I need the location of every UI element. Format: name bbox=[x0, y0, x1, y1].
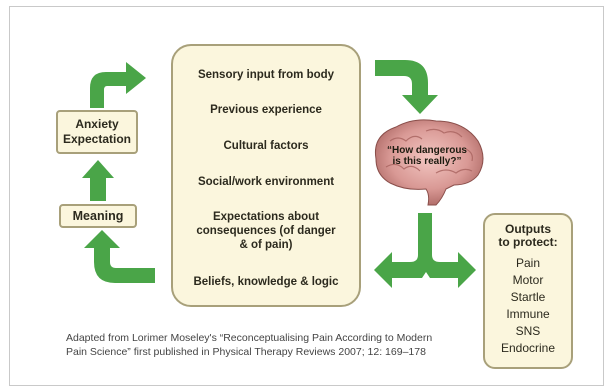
factor-sensory-input: Sensory input from body bbox=[197, 69, 335, 81]
factor-expectations-line1: Expectations about bbox=[212, 211, 320, 223]
output-pain: Pain bbox=[515, 256, 540, 270]
curved-arrow-bottom-left bbox=[84, 230, 155, 283]
output-sns: SNS bbox=[515, 324, 541, 338]
output-motor: Motor bbox=[512, 273, 544, 287]
anxiety-line2: Expectation bbox=[62, 132, 131, 146]
output-startle: Startle bbox=[510, 290, 546, 304]
outputs-title-line1: Outputs bbox=[505, 222, 551, 236]
caption-line1: Adapted from Lorimer Moseley's “Reconcep… bbox=[66, 332, 433, 344]
output-endocrine: Endocrine bbox=[500, 341, 556, 355]
brain-question-line2: is this really?” bbox=[392, 156, 462, 167]
anxiety-expectation-box: Anxiety Expectation bbox=[56, 110, 138, 154]
factor-expectations-line2: consequences (of danger bbox=[196, 225, 336, 237]
factor-cultural: Cultural factors bbox=[223, 140, 309, 152]
meaning-label: Meaning bbox=[72, 209, 124, 223]
factor-expectations-line3: & of pain) bbox=[239, 239, 293, 251]
source-caption: Adapted from Lorimer Moseley's “Reconcep… bbox=[66, 331, 486, 359]
output-immune: Immune bbox=[506, 307, 550, 321]
caption-line2: Pain Science” first published in Physica… bbox=[66, 346, 426, 358]
factor-beliefs: Beliefs, knowledge & logic bbox=[193, 276, 339, 288]
split-arrow bbox=[374, 213, 476, 288]
brain-icon bbox=[374, 119, 484, 206]
brain-question-line1: “How dangerous bbox=[386, 145, 467, 156]
anxiety-line1: Anxiety bbox=[75, 117, 119, 131]
factor-social-work: Social/work environment bbox=[197, 176, 335, 188]
outputs-title-line2: to protect: bbox=[498, 235, 558, 249]
outputs-list: Pain Motor Startle Immune SNS Endocrine bbox=[501, 255, 555, 357]
meaning-box: Meaning bbox=[59, 204, 137, 228]
curved-arrow-top-left bbox=[74, 62, 146, 108]
factor-previous-experience: Previous experience bbox=[210, 104, 322, 116]
curved-arrow-to-brain bbox=[375, 60, 438, 114]
outputs-box: Outputs to protect: Pain Motor Startle I… bbox=[483, 213, 573, 369]
up-arrow bbox=[82, 160, 114, 201]
brain-question: “How dangerous is this really?” bbox=[372, 145, 482, 167]
input-factors-box: Sensory input from body Previous experie… bbox=[171, 44, 361, 307]
